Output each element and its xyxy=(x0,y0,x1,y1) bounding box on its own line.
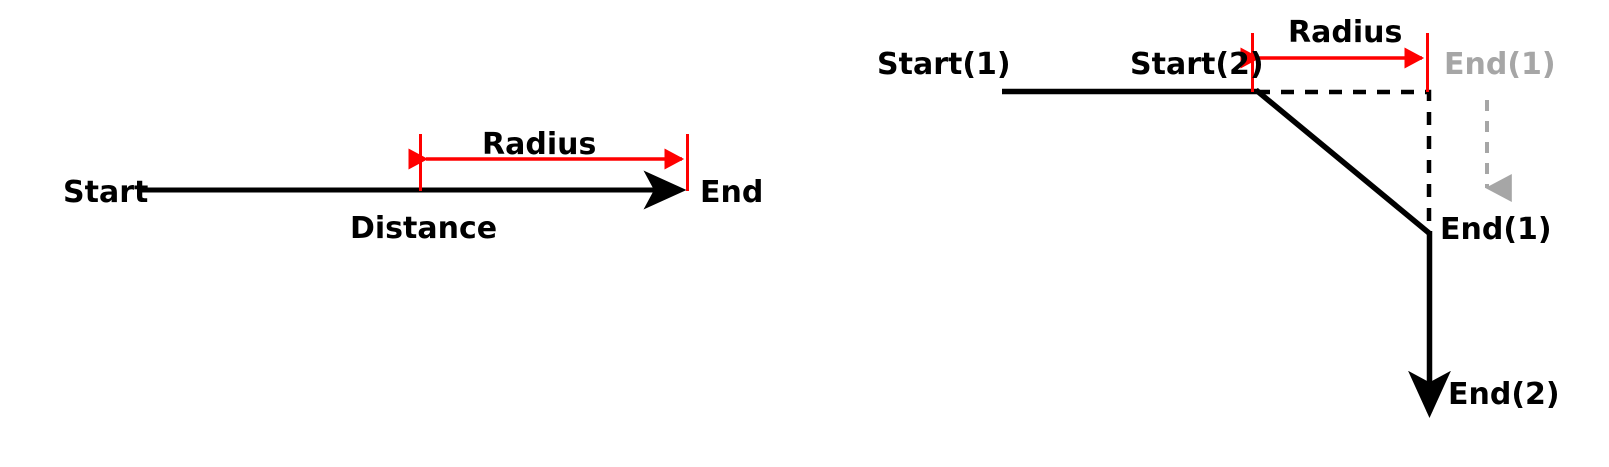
panel-two-segment xyxy=(1002,33,1512,419)
label-start-2: Start(2) xyxy=(1130,47,1264,82)
label-radius-left-panel: Radius xyxy=(482,127,597,162)
label-radius-right-panel: Radius xyxy=(1288,15,1403,50)
label-end-1: End(1) xyxy=(1440,212,1552,247)
label-start: Start xyxy=(63,175,149,210)
label-end: End xyxy=(700,175,764,210)
panel-single-segment xyxy=(138,134,689,210)
label-distance: Distance xyxy=(350,211,498,246)
label-start-1: Start(1) xyxy=(877,47,1011,82)
corner-radius-diagonal-line xyxy=(1254,87,1431,236)
label-end-2: End(2) xyxy=(1448,377,1560,412)
label-end-1-ghost: End(1) xyxy=(1444,47,1556,82)
